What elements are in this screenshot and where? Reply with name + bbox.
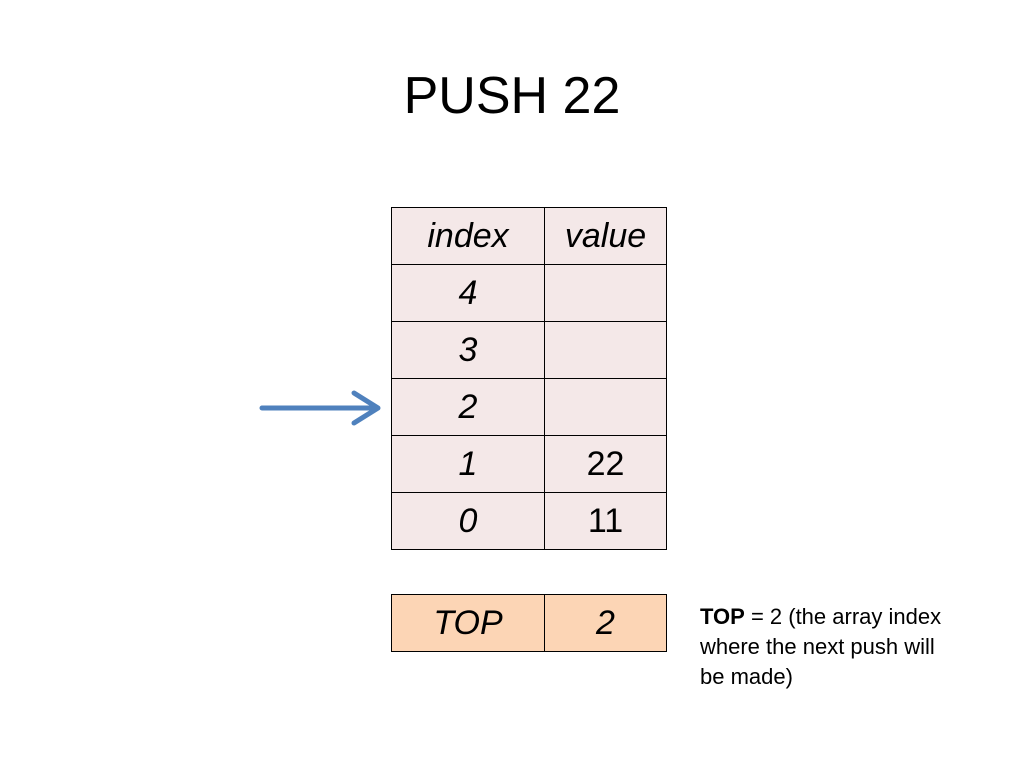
index-column-header: index <box>391 207 545 265</box>
table-row: 4 <box>391 264 667 322</box>
note-text: = 2 (the array index where the next push… <box>700 604 942 689</box>
table-row: 1 22 <box>391 435 667 493</box>
value-column-header: value <box>544 207 667 265</box>
value-cell: 22 <box>544 435 667 493</box>
index-cell: 2 <box>391 378 545 436</box>
index-cell: 3 <box>391 321 545 379</box>
top-pointer-arrow-icon <box>259 390 381 426</box>
value-cell <box>544 378 667 436</box>
top-label-cell: TOP <box>391 594 545 652</box>
note-bold-term: TOP <box>700 604 745 629</box>
table-row: 3 <box>391 321 667 379</box>
table-header-row: index value <box>391 207 667 265</box>
index-cell: 4 <box>391 264 545 322</box>
slide-title: PUSH 22 <box>403 67 621 125</box>
top-register-row: TOP 2 <box>391 594 667 652</box>
top-value-cell: 2 <box>544 594 667 652</box>
table-row: 0 11 <box>391 492 667 550</box>
stack-array-table: index value 4 3 2 1 22 0 11 <box>391 207 667 550</box>
top-register-table: TOP 2 <box>391 594 667 652</box>
value-cell <box>544 321 667 379</box>
value-cell <box>544 264 667 322</box>
table-row: 2 <box>391 378 667 436</box>
value-cell: 11 <box>544 492 667 550</box>
top-explanation-note: TOP = 2 (the array index where the next … <box>700 602 960 692</box>
index-cell: 0 <box>391 492 545 550</box>
index-cell: 1 <box>391 435 545 493</box>
